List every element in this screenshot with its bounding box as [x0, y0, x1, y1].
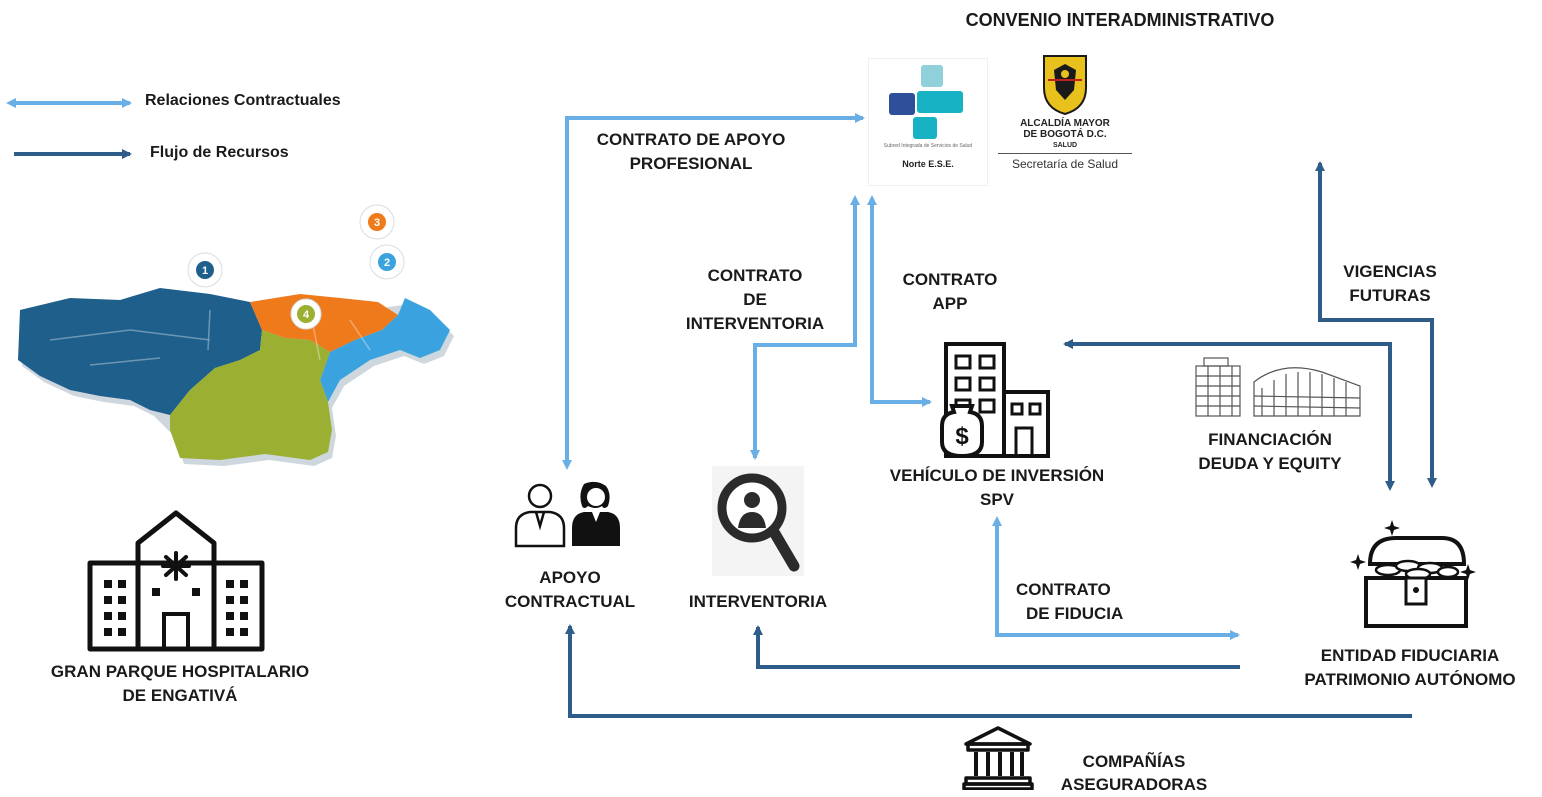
spv-label-line1: VEHÍCULO DE INVERSIÓN — [889, 466, 1105, 485]
financiacion-label-line2: DEUDA Y EQUITY — [1198, 454, 1342, 473]
edge-label-fiducia-line1: CONTRATO — [1016, 580, 1111, 599]
edge-fiduciaria-interventoria — [753, 625, 1240, 669]
fiduciaria-label-line1: ENTIDAD FIDUCIARIA — [1320, 646, 1500, 665]
edge-label-interventoria-line3: INTERVENTORIA — [685, 314, 825, 333]
engativa-map: 1 2 3 4 — [18, 204, 454, 466]
edge-label-apoyo-line1: CONTRATO DE APOYO — [596, 130, 786, 149]
edge-app — [867, 195, 932, 407]
building-money-icon: $ — [940, 342, 1050, 459]
apoyo-label-line1: APOYO — [539, 568, 601, 587]
financiacion-label-line1: FINANCIACIÓN — [1208, 430, 1332, 449]
norte-ese-symbol-icon — [889, 65, 963, 139]
hospital-label-line1: GRAN PARQUE HOSPITALARIO — [50, 662, 310, 681]
alcaldia-line3: SALUD — [1052, 142, 1078, 149]
map-marker-4: 4 — [290, 298, 322, 330]
map-marker-3: 3 — [359, 204, 395, 240]
edge-fiduciaria-spv — [1063, 339, 1395, 491]
aseguradoras-label-line1: COMPAÑÍAS — [1082, 752, 1186, 771]
hospital-label-line2: DE ENGATIVÁ — [122, 686, 238, 705]
edge-label-app-line1: CONTRATO — [902, 270, 998, 289]
people-icon — [514, 481, 620, 548]
fiduciaria-label-line2: PATRIMONIO AUTÓNOMO — [1304, 670, 1516, 689]
svg-text:2: 2 — [384, 257, 390, 269]
edge-fiduciaria-apoyo — [565, 624, 1412, 718]
edge-fiducia — [992, 516, 1240, 640]
norte-small-text: Subred Integrada de Servicios de Salud — [883, 143, 973, 149]
legend-resources-label: Flujo de Recursos — [150, 144, 289, 161]
norte-caption: Norte E.S.E. — [902, 159, 954, 169]
norte-ese-logo: Subred Integrada de Servicios de Salud N… — [868, 58, 988, 186]
map-zone-3 — [250, 294, 398, 352]
map-marker-2: 2 — [369, 244, 405, 280]
edge-label-interventoria-line2: DE — [743, 290, 767, 309]
edge-label-fiducia-line2: DE FIDUCIA — [1026, 604, 1124, 623]
edge-label-app-line2: APP — [932, 294, 968, 313]
edge-label-interventoria-line1: CONTRATO — [707, 266, 803, 285]
alcaldia-line4: Secretaría de Salud — [1011, 157, 1119, 171]
map-zone-2 — [320, 298, 450, 402]
legend-contractual-label: Relaciones Contractuales — [145, 92, 341, 109]
edge-apoyo-profesional — [562, 113, 865, 470]
alcaldia-line1: ALCALDÍA MAYOR — [1020, 118, 1110, 129]
bank-icon — [962, 726, 1034, 790]
buildings-sketch-icon — [1195, 357, 1361, 417]
map-zone-1 — [18, 288, 262, 415]
bogota-shield-icon — [1043, 55, 1087, 116]
treasure-chest-icon — [1350, 520, 1476, 628]
spv-label-line2: SPV — [979, 490, 1015, 509]
alcaldia-line2: DE BOGOTÁ D.C. — [1023, 129, 1107, 140]
edge-label-apoyo-line2: PROFESIONAL — [629, 154, 753, 173]
edge-vigencias — [1315, 161, 1437, 488]
magnifier-icon — [712, 466, 804, 576]
map-marker-1: 1 — [187, 252, 223, 288]
svg-text:$: $ — [955, 423, 969, 450]
map-zone-4 — [170, 330, 332, 460]
alcaldia-logo: ALCALDÍA MAYOR DE BOGOTÁ D.C. SALUD Secr… — [988, 50, 1142, 200]
aseguradoras-label-line2: ASEGURADORAS — [1060, 775, 1208, 794]
page-title: CONVENIO INTERADMINISTRATIVO — [965, 10, 1275, 30]
svg-text:3: 3 — [374, 217, 380, 229]
edge-label-vigencias-line2: FUTURAS — [1349, 286, 1431, 305]
svg-text:4: 4 — [303, 309, 310, 321]
edge-label-vigencias-line1: VIGENCIAS — [1343, 262, 1437, 281]
edge-interventoria — [750, 195, 860, 460]
apoyo-label-line2: CONTRACTUAL — [504, 592, 636, 611]
hospital-icon — [87, 510, 265, 652]
svg-text:1: 1 — [202, 265, 208, 277]
interventoria-label: INTERVENTORIA — [688, 592, 828, 611]
